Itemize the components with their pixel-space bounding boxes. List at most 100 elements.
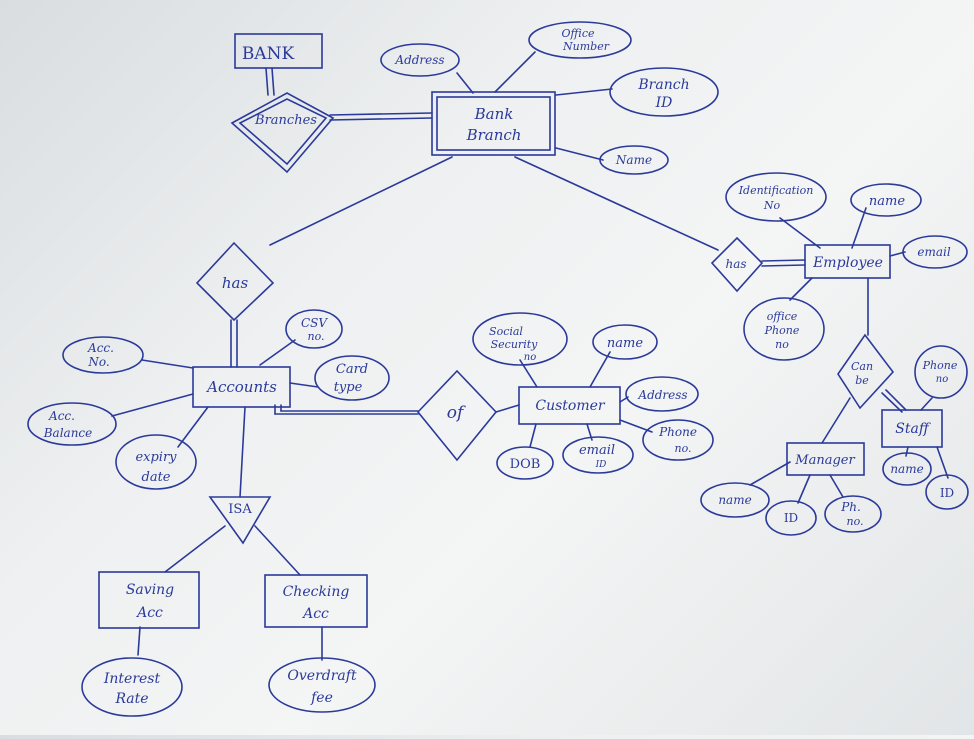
attr-branch-name (599, 145, 669, 175)
attr-cust-name-label: name (607, 336, 643, 351)
entity-bank-branch (431, 91, 556, 156)
entity-saving-acc-label-1: Saving (126, 582, 174, 598)
attr-card-type-label-1: Card (336, 362, 368, 377)
attr-acc-no-label-1: Acc. (87, 341, 114, 355)
attr-emp-email (902, 235, 968, 269)
attr-office-number-label-1: Office (562, 27, 595, 40)
entity-staff (881, 409, 943, 448)
entity-checking-acc-label-2: Acc (301, 606, 329, 622)
entity-bank-branch-label-2: Branch (466, 126, 522, 144)
attr-cust-phone (642, 419, 714, 461)
attr-emp-identification-label-2: No (763, 199, 781, 212)
attr-interest-rate-label-2: Rate (114, 691, 148, 707)
attr-staff-phone-label-2: no (936, 374, 948, 385)
relationship-of (416, 369, 498, 462)
entity-bank-label: BANK (242, 44, 295, 64)
entity-bank (234, 33, 323, 69)
entity-saving-acc (98, 571, 200, 629)
attr-csv-no-label-1: CSV (301, 316, 328, 330)
attr-emp-office-phone-label-3: no (775, 338, 789, 351)
attr-mgr-name (700, 482, 770, 518)
attr-branch-id-label-2: ID (655, 95, 673, 111)
attr-emp-identification-label-1: Identification (738, 184, 814, 197)
attr-staff-name (882, 452, 932, 486)
attr-branch-id-label-1: Branch (637, 77, 689, 93)
relationship-can-be-label-1: Can (851, 360, 873, 373)
attr-mgr-id-label: ID (784, 511, 798, 525)
relationship-isa-label: ISA (228, 502, 252, 517)
entity-checking-acc (264, 574, 368, 628)
attr-cust-phone-label-1: Phone (658, 425, 697, 439)
attr-mgr-name-label: name (718, 493, 751, 507)
relationship-can-be (837, 333, 895, 410)
attr-mgr-phone (824, 495, 882, 533)
attr-emp-email-label: email (917, 245, 950, 259)
attr-cust-ssn-label-2: Security (491, 338, 538, 351)
relationship-has-employee-label: has (725, 257, 746, 271)
attr-interest-rate (81, 657, 183, 717)
attr-cust-address-label: Address (637, 388, 687, 402)
attr-branch-name-label: Name (615, 153, 652, 167)
attr-mgr-phone-label-1: Ph. (840, 500, 861, 514)
relationship-isa (208, 496, 272, 545)
entity-manager-label: Manager (794, 453, 855, 468)
entity-saving-acc-label-2: Acc (135, 605, 163, 621)
attr-cust-email-label-1: email (579, 443, 615, 458)
attr-csv-no (285, 309, 343, 349)
attr-staff-name-label: name (890, 462, 923, 476)
attr-mgr-phone-label-2: no. (846, 515, 863, 528)
entity-accounts-label: Accounts (205, 378, 277, 396)
entity-employee (804, 244, 891, 279)
attr-cust-dob (496, 446, 554, 480)
attr-branch-address (380, 43, 460, 77)
relationship-has-accounts-label: has (222, 274, 249, 292)
attr-overdraft-fee-label-2: fee (310, 690, 333, 706)
attr-cust-ssn-label-3: no (524, 352, 536, 363)
attr-cust-phone-label-2: no. (674, 442, 691, 455)
attr-emp-office-phone-label-2: Phone (764, 324, 800, 337)
relationship-has-accounts (195, 241, 275, 322)
attr-card-type-label-2: type (334, 380, 363, 395)
attr-staff-id (925, 474, 969, 510)
connection-lines (111, 51, 949, 661)
relationship-can-be-label-2: be (855, 374, 869, 387)
attr-expiry-date-label-1: expiry (135, 450, 177, 465)
attr-cust-address (625, 376, 699, 412)
attr-cust-email-label-2: ID (595, 460, 607, 470)
attr-interest-rate-label-1: Interest (103, 671, 161, 687)
attr-expiry-date-label-2: date (142, 470, 171, 485)
entity-accounts (192, 366, 291, 408)
attr-cust-email (562, 436, 634, 474)
attr-mgr-id (765, 500, 817, 536)
attr-cust-dob-label: DOB (510, 457, 541, 472)
entity-employee-label: Employee (812, 255, 883, 271)
attr-staff-phone-label-1: Phone (922, 359, 958, 372)
relationship-branches (230, 92, 335, 174)
attr-cust-ssn-label-1: Social (489, 325, 523, 338)
attr-overdraft-fee (268, 657, 376, 713)
attr-acc-no-label-2: No. (87, 355, 109, 369)
attr-emp-office-phone (743, 297, 825, 361)
relationship-of-label: of (447, 403, 466, 423)
attr-staff-phone (914, 345, 968, 399)
entity-checking-acc-label-1: Checking (283, 584, 350, 600)
relationship-branches-label: Branches (254, 113, 317, 128)
attr-branch-address-label: Address (394, 53, 444, 67)
attr-branch-id (609, 67, 719, 117)
attr-staff-id-label: ID (940, 486, 954, 500)
attr-overdraft-fee-label-1: Overdraft (287, 668, 357, 684)
entity-customer (518, 386, 621, 425)
attr-cust-ssn (472, 312, 568, 366)
attr-card-type (314, 355, 390, 401)
attr-csv-no-label-2: no. (307, 330, 324, 343)
attr-emp-office-phone-label-1: office (767, 310, 798, 323)
attr-office-number (528, 21, 632, 59)
attr-emp-name-label: name (869, 194, 905, 209)
attr-acc-balance-label-1: Acc. (48, 409, 75, 423)
entity-bank-branch-label-1: Bank (474, 105, 514, 123)
attr-emp-identification (725, 172, 827, 222)
relationship-has-employee (710, 236, 764, 293)
entity-staff-label: Staff (895, 421, 931, 437)
